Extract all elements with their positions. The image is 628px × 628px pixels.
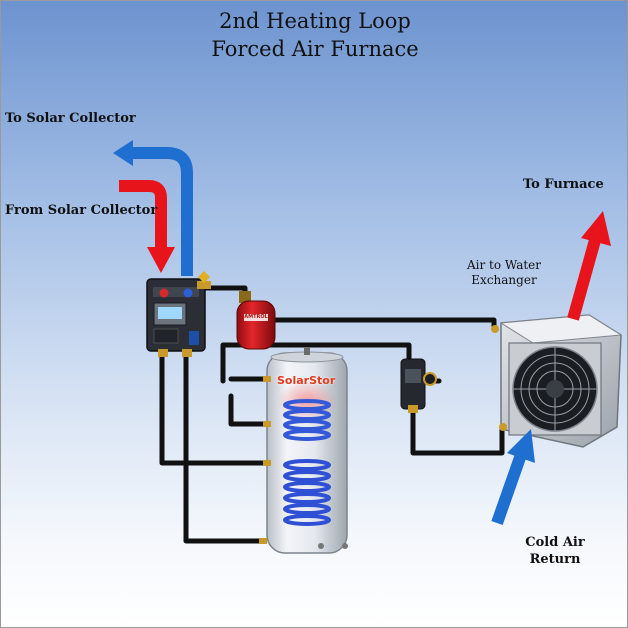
label-cold-air-line-1: Cold Air (525, 535, 585, 550)
air-to-water-exchanger (491, 314, 623, 448)
tank-brand-label: SolarStor (277, 374, 336, 387)
expansion-tank (236, 291, 276, 350)
lower-heat-coil (283, 459, 331, 526)
upper-heat-coil (283, 399, 331, 441)
cold-air-return-arrow (491, 429, 535, 525)
fan-motor (546, 380, 564, 398)
to-furnace-arrow (567, 211, 611, 321)
from-solar-collector-arrow (119, 180, 175, 273)
label-exchanger-line-2: Exchanger (471, 273, 537, 287)
solar-storage-tank (259, 347, 348, 554)
pump-station (146, 271, 211, 357)
label-cold-air-line-2: Return (529, 552, 581, 567)
label-to-solar-collector: To Solar Collector (5, 111, 136, 126)
circulator-pump (400, 358, 437, 413)
title-line-2: Forced Air Furnace (211, 37, 419, 61)
title-line-1: 2nd Heating Loop (219, 9, 411, 33)
expansion-tank-brand-label: AMTROL (244, 314, 268, 320)
to-solar-collector-arrow (113, 140, 193, 276)
label-from-solar-collector: From Solar Collector (5, 203, 158, 218)
label-to-furnace: To Furnace (523, 177, 604, 192)
label-exchanger-line-1: Air to Water (466, 258, 542, 272)
